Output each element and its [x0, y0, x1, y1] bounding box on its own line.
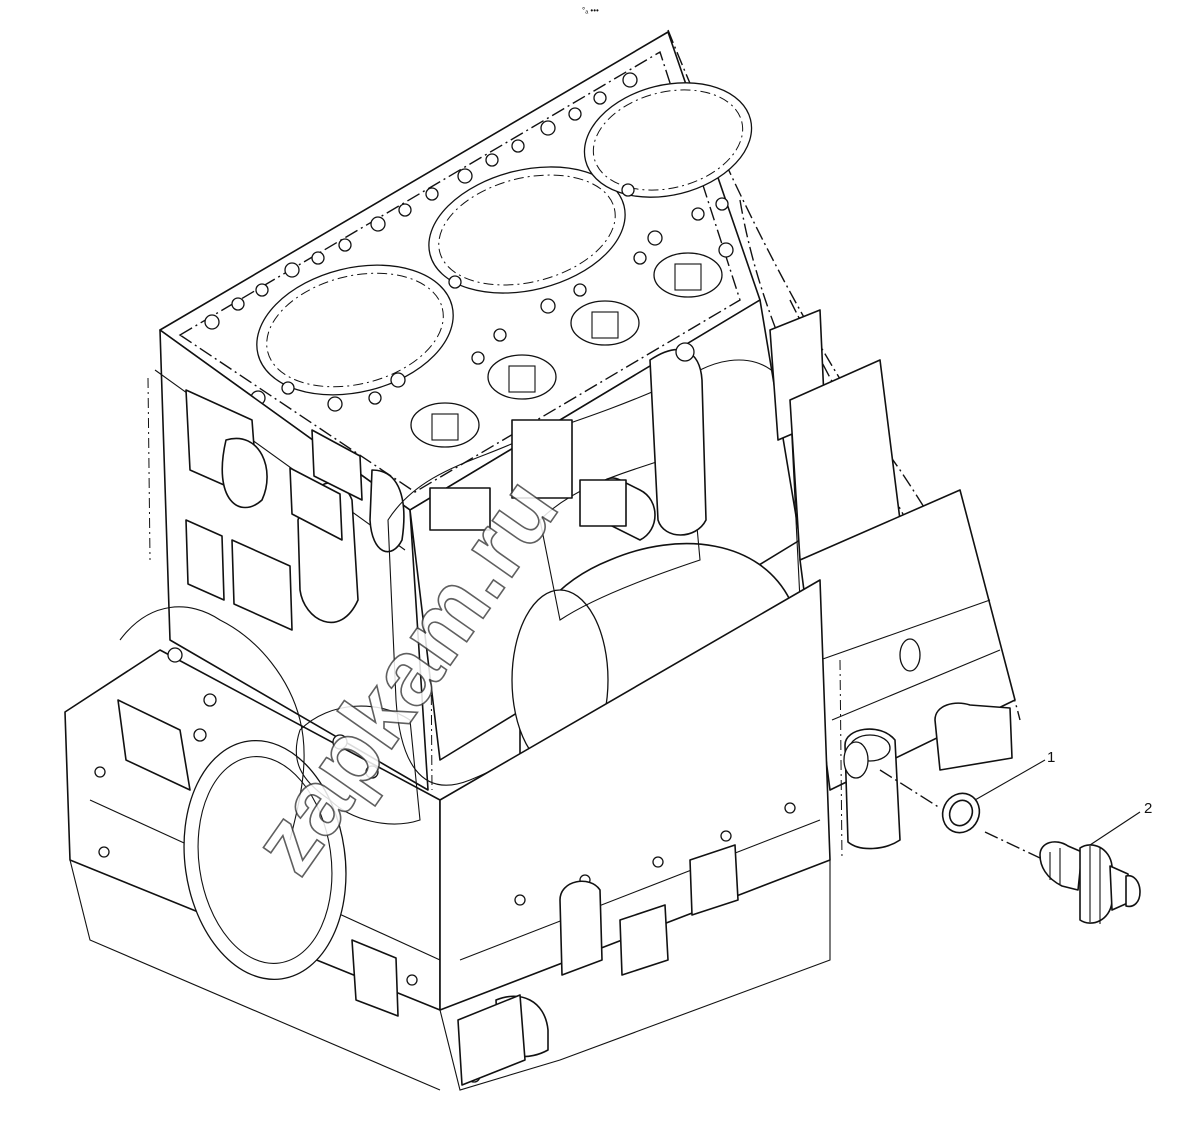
- callout-2-leader: [1089, 811, 1141, 846]
- callout-2-label: 2: [1144, 800, 1152, 817]
- part-1-sealing-washer: [941, 792, 981, 834]
- engine-block: [64, 29, 1021, 1091]
- assembly-centerline-1: [879, 769, 941, 809]
- part-2-sensor: [1039, 841, 1141, 924]
- callout-1-label: 1: [1047, 749, 1055, 766]
- header-mark: °ₐ •••: [582, 6, 599, 15]
- assembly-centerline-2: [984, 831, 1041, 859]
- callout-1-leader: [974, 759, 1046, 801]
